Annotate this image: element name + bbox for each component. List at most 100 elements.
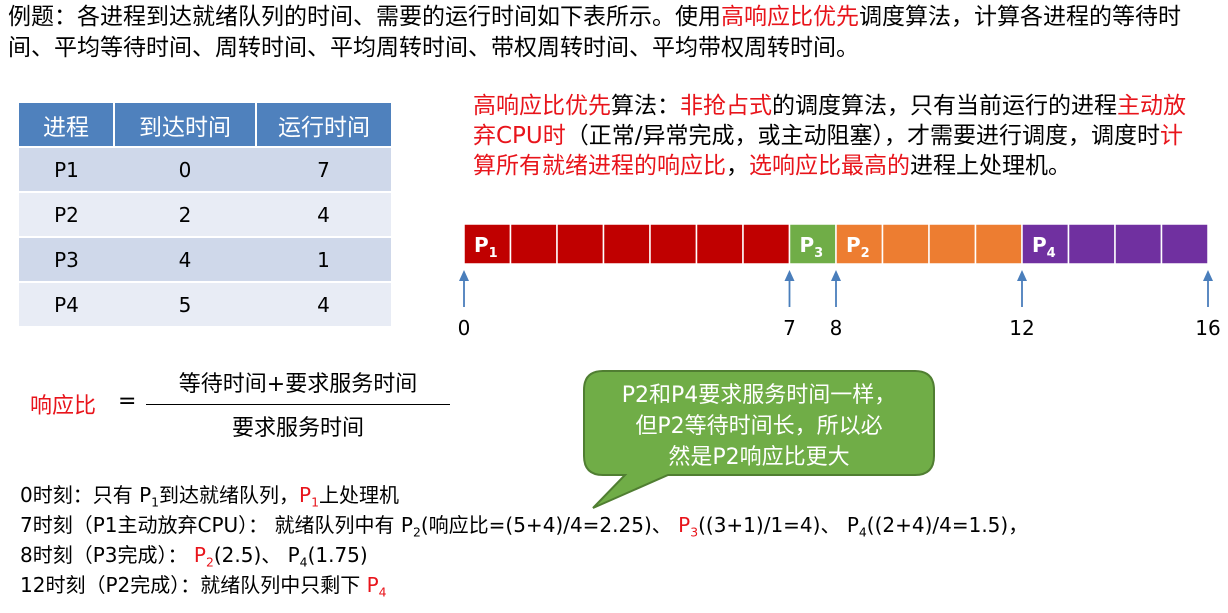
- callout-shape: [583, 370, 935, 509]
- tl-text: (1.75): [307, 543, 368, 567]
- callout-line: 但P2等待时间长，所以必: [635, 414, 883, 439]
- timeline-analysis: 0时刻：只有 P1到达就绪队列，P1上处理机 7时刻（P1主动放弃CPU）： 就…: [20, 480, 1028, 600]
- algo-red-9: 选响应比最高的: [749, 153, 910, 179]
- tl-text: (2.5)、 P: [213, 543, 300, 567]
- table-header-row: 进程 到达时间 运行时间: [19, 103, 391, 147]
- table-cell: 7: [256, 146, 391, 192]
- gantt-time-unit: [835, 223, 884, 265]
- gantt-segment-label: P3: [800, 233, 824, 261]
- gantt-time-unit: [695, 223, 744, 265]
- tl-sub: 3: [690, 524, 699, 540]
- header-runtime: 运行时间: [256, 103, 391, 147]
- formula-denominator: 要求服务时间: [231, 416, 364, 441]
- formula-equals: =: [118, 389, 137, 414]
- tl-text: ((2+4)/4=1.5)，: [866, 513, 1029, 537]
- tl-text: 7时刻（P1主动放弃CPU）： 就绪队列中有 P: [20, 513, 413, 537]
- table-cell: P4: [19, 281, 114, 326]
- timeline-line-t12: 12时刻（P2完成）：就绪队列中只剩下 P4: [20, 570, 1028, 600]
- gantt-time-unit: [1160, 223, 1209, 265]
- header-process: 进程: [19, 103, 115, 147]
- tl-red: P: [193, 543, 206, 567]
- gantt-time-unit: [788, 223, 837, 265]
- tl-text: 12时刻（P2完成）：就绪队列中只剩下: [20, 573, 367, 597]
- table-cell: 2: [114, 191, 256, 237]
- algo-text-4: 的调度算法，只有当前运行的进程: [772, 93, 1117, 119]
- table-row: P3 4 1: [19, 236, 391, 282]
- intro-highlight: 高响应比优先: [721, 4, 859, 30]
- algo-text-8: ，: [726, 153, 749, 179]
- callout-bubble: P2和P4要求服务时间一样， 但P2等待时间长，所以必 然是P2响应比更大: [583, 370, 935, 510]
- fraction-bar: [146, 404, 450, 405]
- time-tick-label: 7: [783, 316, 796, 340]
- gantt-time-unit: [881, 223, 930, 265]
- gantt-time-unit: [556, 223, 605, 265]
- formula-numerator: 等待时间+要求服务时间: [178, 372, 418, 397]
- time-tick-label: 12: [1009, 316, 1034, 340]
- tl-text: ((3+1)/1=4)、 P: [698, 513, 859, 537]
- table-row: P2 2 4: [19, 191, 391, 237]
- algo-text-10: 进程上处理机。: [910, 153, 1071, 179]
- timeline-line-t7: 7时刻（P1主动放弃CPU）： 就绪队列中有 P2(响应比=(5+4)/4=2.…: [20, 510, 1028, 540]
- algo-red-1: 高响应比优先: [473, 93, 611, 119]
- time-tick-label: 16: [1195, 316, 1220, 340]
- table-cell: 4: [114, 236, 256, 282]
- gantt-time-unit: [1021, 223, 1070, 265]
- table-cell: P1: [19, 146, 114, 192]
- table-cell: 5: [114, 281, 256, 326]
- process-table: 进程 到达时间 运行时间 P1 0 7 P2 2 4 P3 4 1 P4 5 4: [19, 103, 391, 326]
- tl-sub: 4: [858, 524, 867, 540]
- response-ratio-formula: 响应比 = 等待时间+要求服务时间 要求服务时间: [30, 366, 470, 446]
- table-cell: 4: [256, 281, 391, 326]
- tl-text: 0时刻：只有 P: [20, 483, 152, 507]
- arrow-head: [784, 270, 795, 281]
- callout-line: 然是P2响应比更大: [668, 445, 850, 470]
- arrow-head: [459, 270, 469, 281]
- table-cell: 4: [256, 191, 391, 237]
- tl-sub: 2: [205, 554, 214, 570]
- tl-text: 到达就绪队列，: [159, 483, 300, 507]
- tl-red: P: [366, 573, 379, 597]
- tl-sub: 1: [311, 494, 319, 510]
- algo-text-6: （正常/异常完成，或主动阻塞），才需要进行调度，调度时: [565, 123, 1161, 149]
- table-cell: 1: [256, 236, 391, 282]
- time-tick-label: 8: [830, 316, 843, 340]
- timeline-line-t0: 0时刻：只有 P1到达就绪队列，P1上处理机: [20, 480, 1028, 510]
- callout-line: P2和P4要求服务时间一样，: [621, 383, 897, 408]
- formula-label: 响应比: [30, 394, 97, 419]
- table-cell: P3: [19, 236, 114, 282]
- algo-text-2: 算法：: [611, 93, 680, 119]
- algo-red-5: 主动放弃CPU时: [473, 93, 1186, 149]
- tl-red: P: [678, 513, 691, 537]
- tl-sub: 1: [151, 494, 160, 510]
- gantt-time-unit: [602, 223, 651, 265]
- table-cell: 0: [114, 146, 256, 192]
- arrow-head: [831, 270, 841, 281]
- tl-sub: 2: [412, 524, 421, 540]
- gantt-time-unit: [1067, 223, 1116, 265]
- algo-red-3: 非抢占式: [680, 93, 772, 119]
- tl-sub: 4: [378, 584, 387, 600]
- table-cell: P2: [19, 191, 114, 237]
- arrow-head: [1203, 270, 1213, 281]
- intro-text-2: 调度算法，计算各进程的等待时间、平均等待时间、周转时间、平均周转时间、带权周转时…: [8, 4, 1181, 61]
- gantt-time-unit: [509, 223, 558, 265]
- gantt-time-unit: [928, 223, 977, 265]
- gantt-segment-label: P2: [846, 233, 870, 261]
- tl-sub: 4: [299, 554, 308, 570]
- timeline-line-t8: 8时刻（P3完成）： P2(2.5)、 P4(1.75): [20, 540, 1028, 570]
- callout-text: P2和P4要求服务时间一样， 但P2等待时间长，所以必 然是P2响应比更大: [583, 380, 935, 473]
- intro-text-1: 例题：各进程到达就绪队列的时间、需要的运行时间如下表所示。使用: [8, 4, 721, 30]
- table-row: P4 5 4: [19, 281, 391, 326]
- gantt-time-unit: [974, 223, 1023, 265]
- gantt-time-unit: [1114, 223, 1163, 265]
- tl-text: (响应比=(5+4)/4=2.25)、: [420, 513, 672, 537]
- arrow-head: [1017, 270, 1027, 281]
- algo-red-7: 计算所有就绪进程的响应比: [473, 123, 1184, 179]
- table-row: P1 0 7: [19, 146, 391, 192]
- gantt-time-unit: [742, 223, 791, 265]
- tl-red: P: [299, 483, 312, 507]
- tl-text: 8时刻（P3完成）：: [20, 543, 188, 567]
- gantt-time-unit: [649, 223, 698, 265]
- algorithm-description: 高响应比优先算法：非抢占式的调度算法，只有当前运行的进程主动放弃CPU时（正常/…: [473, 91, 1203, 181]
